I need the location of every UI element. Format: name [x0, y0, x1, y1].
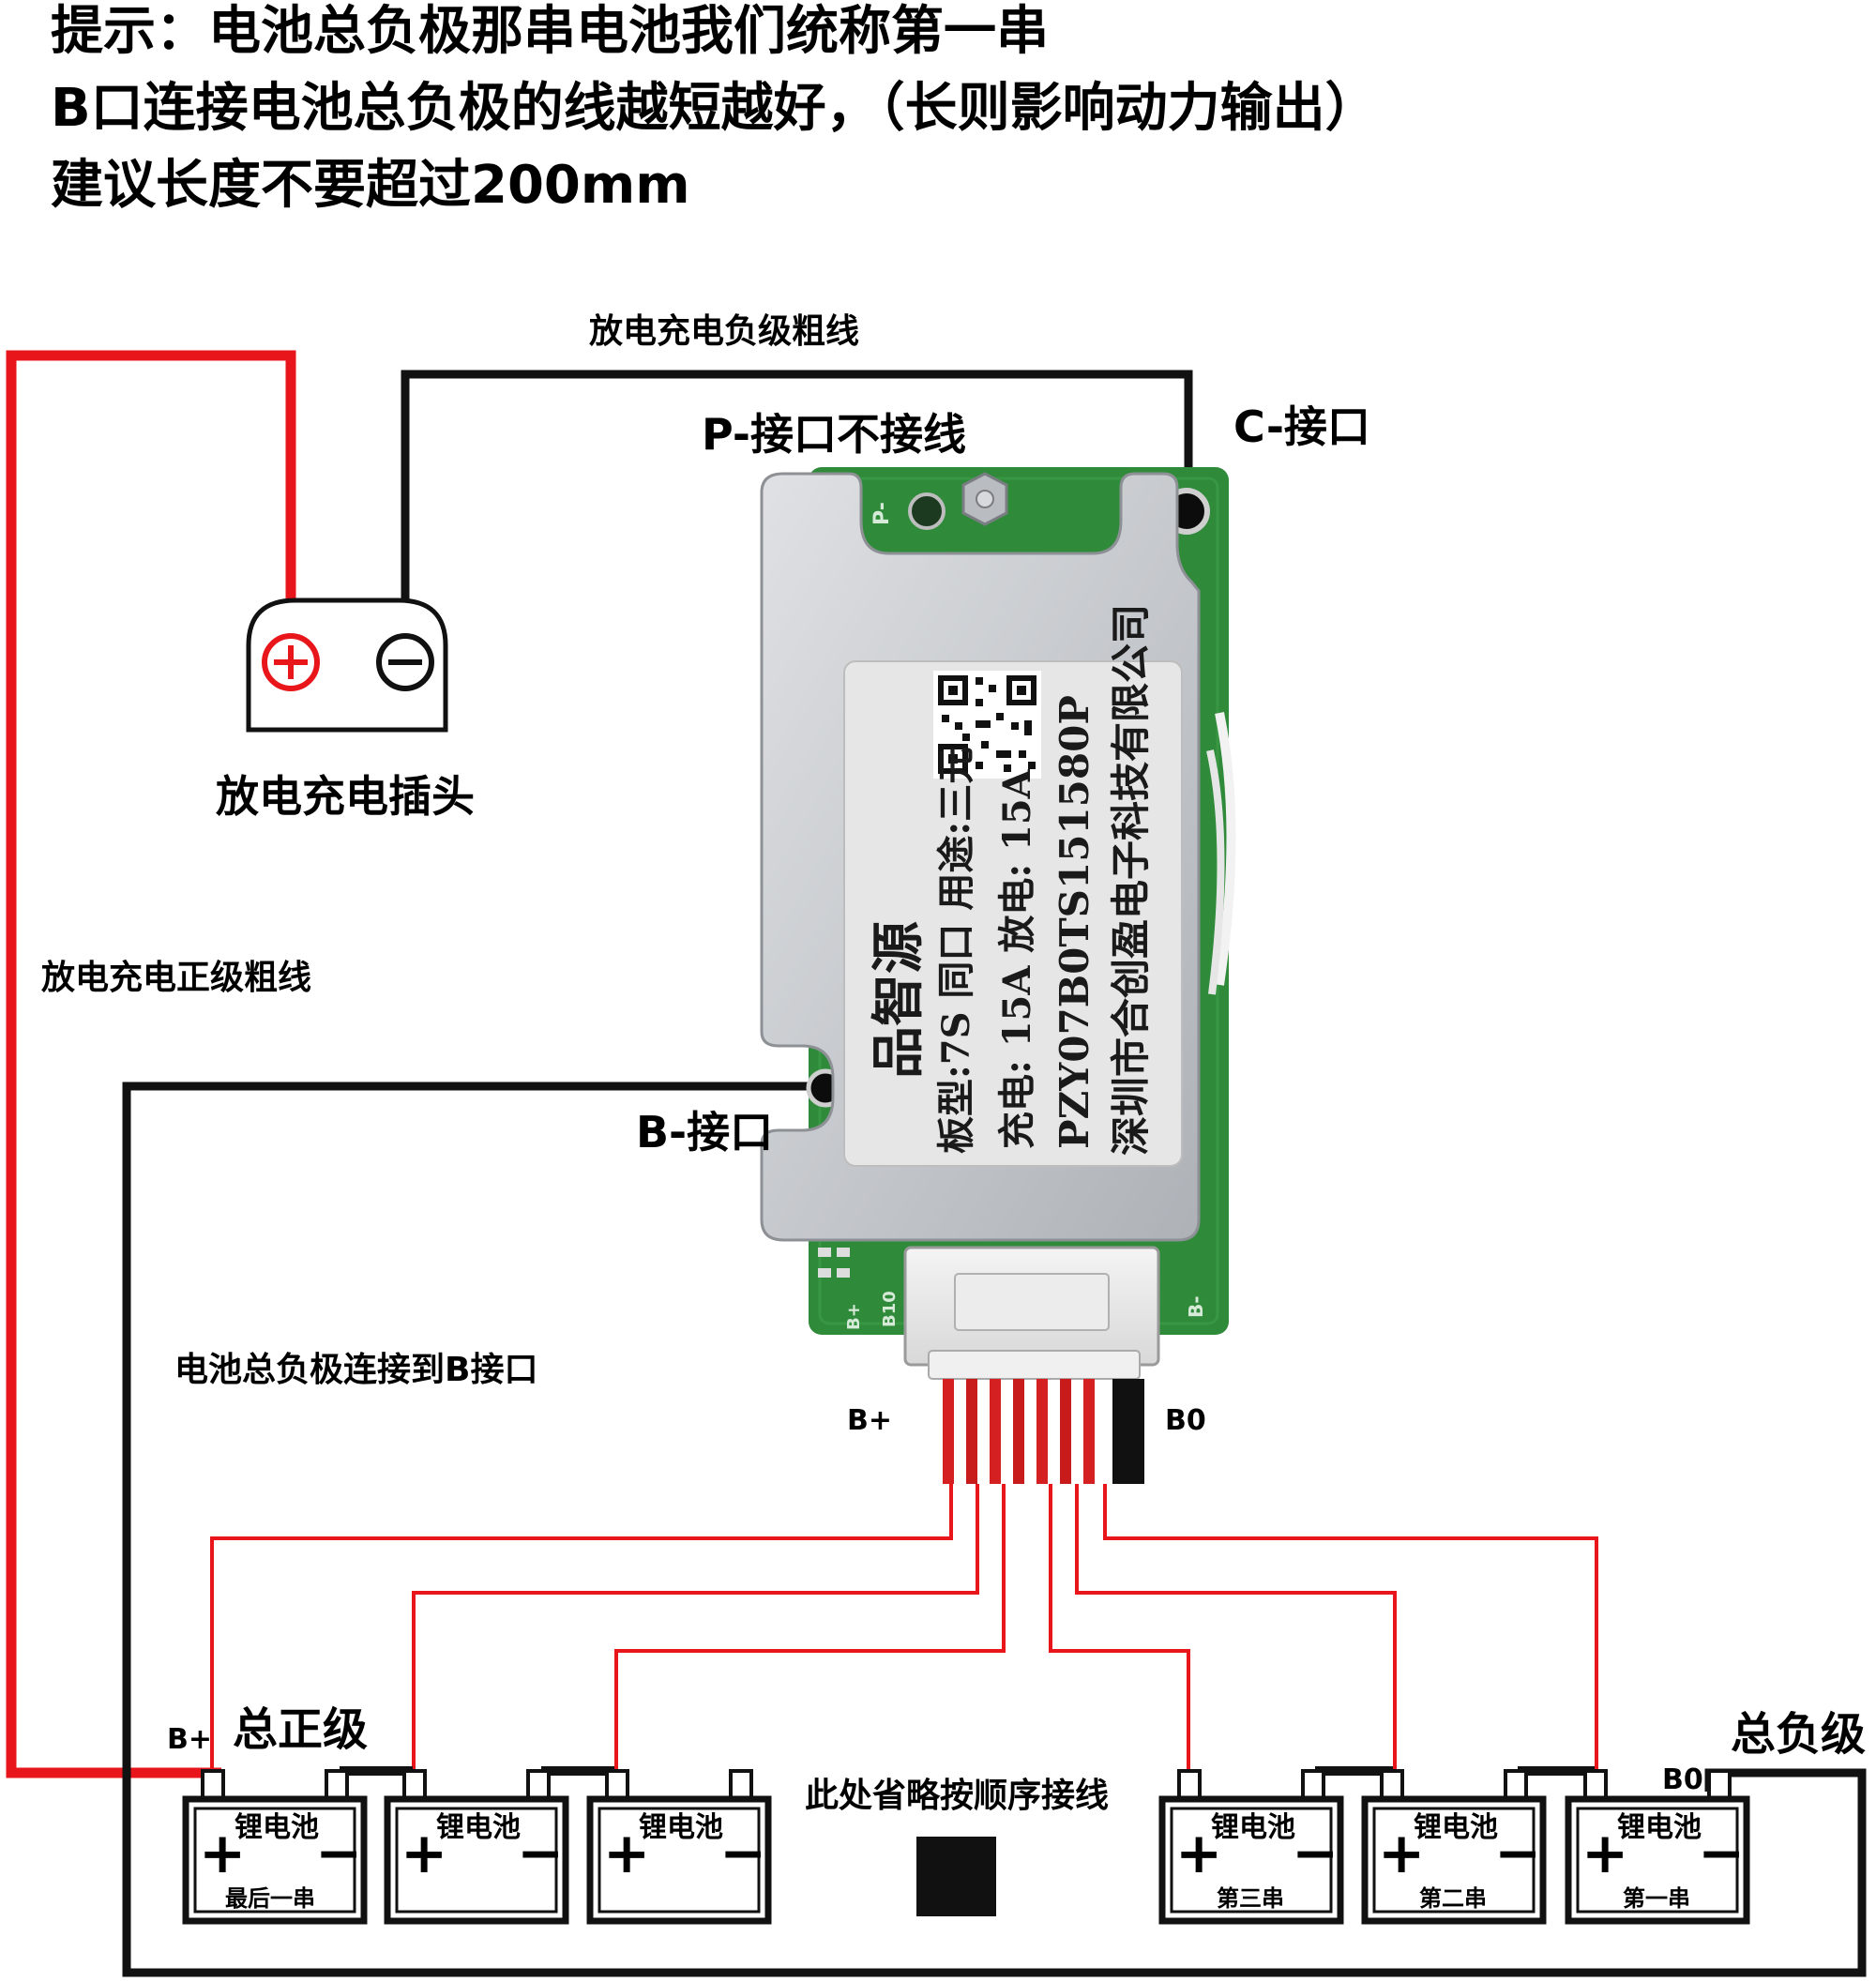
- pcb-silk-b10: B10: [880, 1291, 900, 1327]
- total-pos-label: 总正级: [233, 1703, 369, 1756]
- battery-terminal: [526, 1769, 551, 1801]
- b-port-label: B-接口: [636, 1107, 774, 1157]
- battery-body: [1565, 1795, 1750, 1925]
- battery-inner-frame: [1576, 1807, 1739, 1914]
- battery-terminal: [325, 1769, 349, 1801]
- battery-2: [384, 1769, 569, 1925]
- bms-board: [760, 467, 1236, 1380]
- battery-sub-label: 第二串: [1419, 1885, 1487, 1912]
- battery-name: 锂电池: [639, 1811, 723, 1844]
- battery-terminal: [1380, 1769, 1404, 1801]
- battery-terminal: [402, 1769, 427, 1801]
- battery-plus-sign: +: [1378, 1821, 1426, 1886]
- balance-leads: [210, 1484, 1598, 1771]
- board-serial: PZY07B0TS151580P: [1051, 695, 1097, 1149]
- battery-1: [182, 1769, 368, 1925]
- battery-inner-frame: [1372, 1807, 1536, 1914]
- battery-sub-label: 最后一串: [225, 1885, 315, 1912]
- hint-line-3: 建议长度不要超过200mm: [51, 155, 690, 216]
- negative-c-wire: [401, 370, 1193, 619]
- c-port-label: C-接口: [1233, 401, 1370, 452]
- battery-name: 锂电池: [234, 1811, 319, 1844]
- battery-inner-frame: [193, 1807, 356, 1914]
- battery-minus-sign: −: [719, 1821, 767, 1886]
- battery-4: [1158, 1769, 1344, 1925]
- bplus-top-label: B+: [847, 1404, 893, 1437]
- battery-inner-frame: [395, 1807, 558, 1914]
- battery-plus-sign: +: [1581, 1821, 1629, 1886]
- battery-terminal: [1301, 1769, 1325, 1801]
- b0-top-label: B0: [1165, 1404, 1206, 1437]
- board-brand: 品智源: [868, 921, 930, 1079]
- battery-name: 锂电池: [1617, 1811, 1702, 1844]
- board-model-line: 板型:7S 同口 用途:三元: [934, 746, 978, 1154]
- battery-plus-sign: +: [1175, 1821, 1223, 1886]
- pos-wire-label: 放电充电正级粗线: [41, 959, 312, 997]
- hint-line-1: 提示：电池总负极那串电池我们统称第一串: [51, 1, 1049, 62]
- battery-sub-label: 第一串: [1623, 1885, 1690, 1912]
- label-sticker: [843, 660, 1183, 1167]
- p-port-label: P-接口不接线: [702, 409, 966, 460]
- plug-label: 放电充电插头: [216, 771, 475, 822]
- battery-minus-sign: −: [1698, 1821, 1746, 1886]
- battery-terminal: [1707, 1769, 1732, 1801]
- battery-3: [586, 1769, 772, 1925]
- hint-line-2: B口连接电池总负极的线越短越好，（长则影响动力输出）: [51, 78, 1378, 139]
- battery-minus-sign: −: [517, 1821, 565, 1886]
- battery-body: [1158, 1795, 1344, 1925]
- balance-wire-bundle: [943, 1379, 1144, 1484]
- battery-name: 锂电池: [1414, 1811, 1498, 1844]
- battery-5: [1361, 1769, 1547, 1925]
- battery-plus-sign: +: [199, 1821, 247, 1886]
- battery-terminal: [605, 1769, 629, 1801]
- battery-minus-sign: −: [315, 1821, 363, 1886]
- battery-minus-sign: −: [1494, 1821, 1542, 1886]
- battery-body: [586, 1795, 772, 1925]
- battery-terminal: [729, 1769, 753, 1801]
- p-port-hole: [908, 492, 946, 530]
- qr-code: [933, 671, 1041, 779]
- positive-main-wire: [6, 350, 296, 1778]
- b0-bottom-label: B0: [1662, 1763, 1703, 1796]
- battery-6: [1565, 1769, 1750, 1925]
- battery-terminal: [1504, 1769, 1528, 1801]
- battery-terminal: [1583, 1769, 1608, 1801]
- battery-terminal: [1177, 1769, 1202, 1801]
- omitted-label: 此处省略按顺序接线: [805, 1777, 1110, 1815]
- battery-plus-sign: +: [401, 1821, 448, 1886]
- total-neg-label: 总负级: [1731, 1708, 1867, 1761]
- battery-body: [1361, 1795, 1547, 1925]
- pcb-silk-bplus: B+: [844, 1303, 864, 1330]
- pcb-silk-p: P-: [870, 502, 894, 525]
- battery-plus-sign: +: [603, 1821, 651, 1886]
- battery-body: [182, 1795, 368, 1925]
- battery-minus-sign: −: [1292, 1821, 1339, 1886]
- neg-wire-label: 放电充电负级粗线: [589, 312, 860, 351]
- battery-body: [384, 1795, 569, 1925]
- battery-sub-label: 第三串: [1217, 1885, 1284, 1912]
- board-company: 深圳市合创盈电子科技有限公司: [1108, 603, 1154, 1156]
- omitted-marker: [916, 1837, 996, 1916]
- bplus-bottom-label: B+: [167, 1723, 213, 1756]
- battery-name: 锂电池: [436, 1811, 521, 1844]
- battery-inner-frame: [598, 1807, 761, 1914]
- battery-inner-frame: [1170, 1807, 1333, 1914]
- pcb-silk-b: B-: [1185, 1295, 1207, 1318]
- board-current-line: 充电: 15A 放电: 15A: [995, 769, 1039, 1149]
- b-connect-label: 电池总负极连接到B接口: [174, 1351, 538, 1389]
- charge-plug: [246, 598, 448, 733]
- battery-terminal: [201, 1769, 225, 1801]
- battery-name: 锂电池: [1211, 1811, 1295, 1844]
